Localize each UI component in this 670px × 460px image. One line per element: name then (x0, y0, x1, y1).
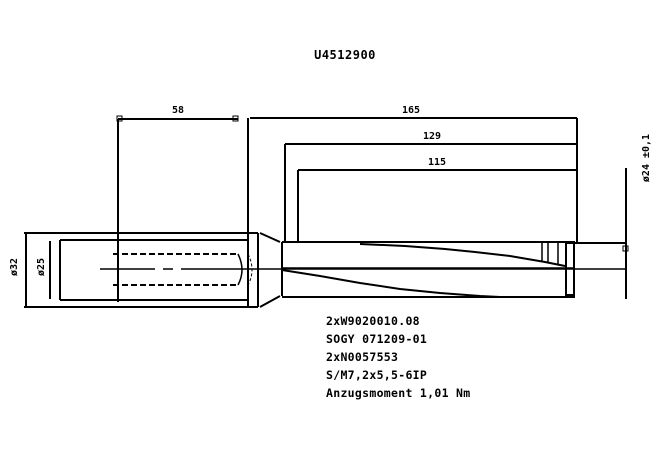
shank-body (24, 232, 283, 308)
dimension-drill-diameter (575, 168, 629, 299)
dimension-label-usable-length: 115 (428, 157, 447, 168)
dimension-shank-diameter (25, 234, 51, 306)
dimension-label-shank-length: 58 (172, 105, 185, 116)
note-line: S/M7,2x5,5-6IP (326, 368, 428, 382)
dimension-usable-length (297, 169, 577, 243)
note-line: 2xW9020010.08 (326, 314, 420, 328)
dimension-label-shank-inner-diameter: ø25 (36, 257, 47, 277)
coolant-channel (113, 253, 238, 286)
dimension-label-flute-length: 129 (423, 131, 442, 142)
dimension-label-drill-diameter: ø24 ±0,1 (641, 133, 652, 183)
drawing-title: U4512900 (314, 48, 376, 62)
note-line: SOGY 071209-01 (326, 332, 428, 346)
note-line: Anzugsmoment 1,01 Nm (326, 386, 471, 400)
drill-body (281, 241, 575, 298)
dimension-label-shank-outer-diameter: ø32 (9, 257, 20, 277)
note-line: 2xN0057553 (326, 350, 399, 364)
part-notes: 2xW9020010.08 SOGY 071209-01 2xN0057553 … (326, 312, 470, 402)
dimension-overall-length (247, 117, 578, 243)
dimension-label-overall-length: 165 (402, 105, 421, 116)
dimension-shank-length (116, 115, 239, 302)
dimension-flute-length (284, 143, 577, 243)
